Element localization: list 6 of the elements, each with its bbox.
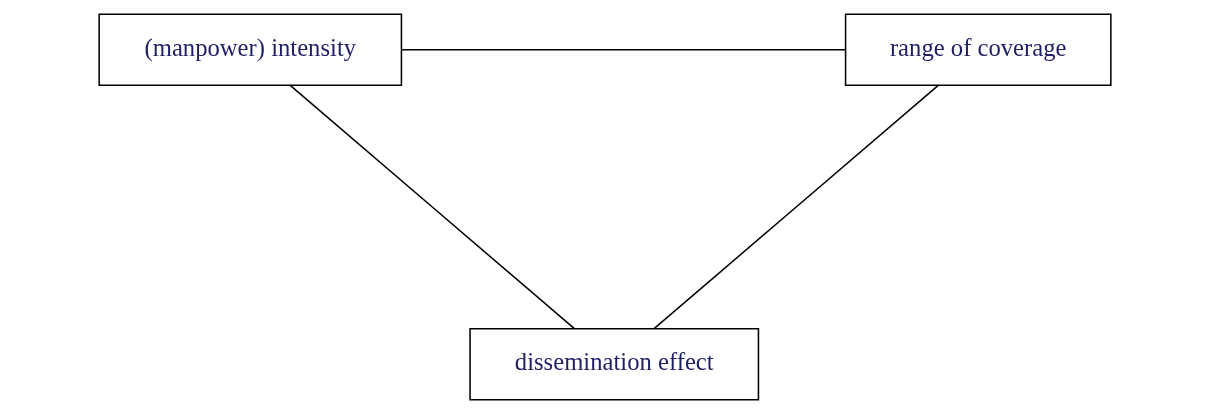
connector: [653, 84, 939, 330]
node-box: dissemination effect: [468, 328, 759, 401]
connector: [400, 48, 846, 51]
node-box: range of coverage: [844, 13, 1112, 86]
node-box: (manpower) intensity: [97, 13, 402, 86]
connector: [288, 84, 575, 330]
